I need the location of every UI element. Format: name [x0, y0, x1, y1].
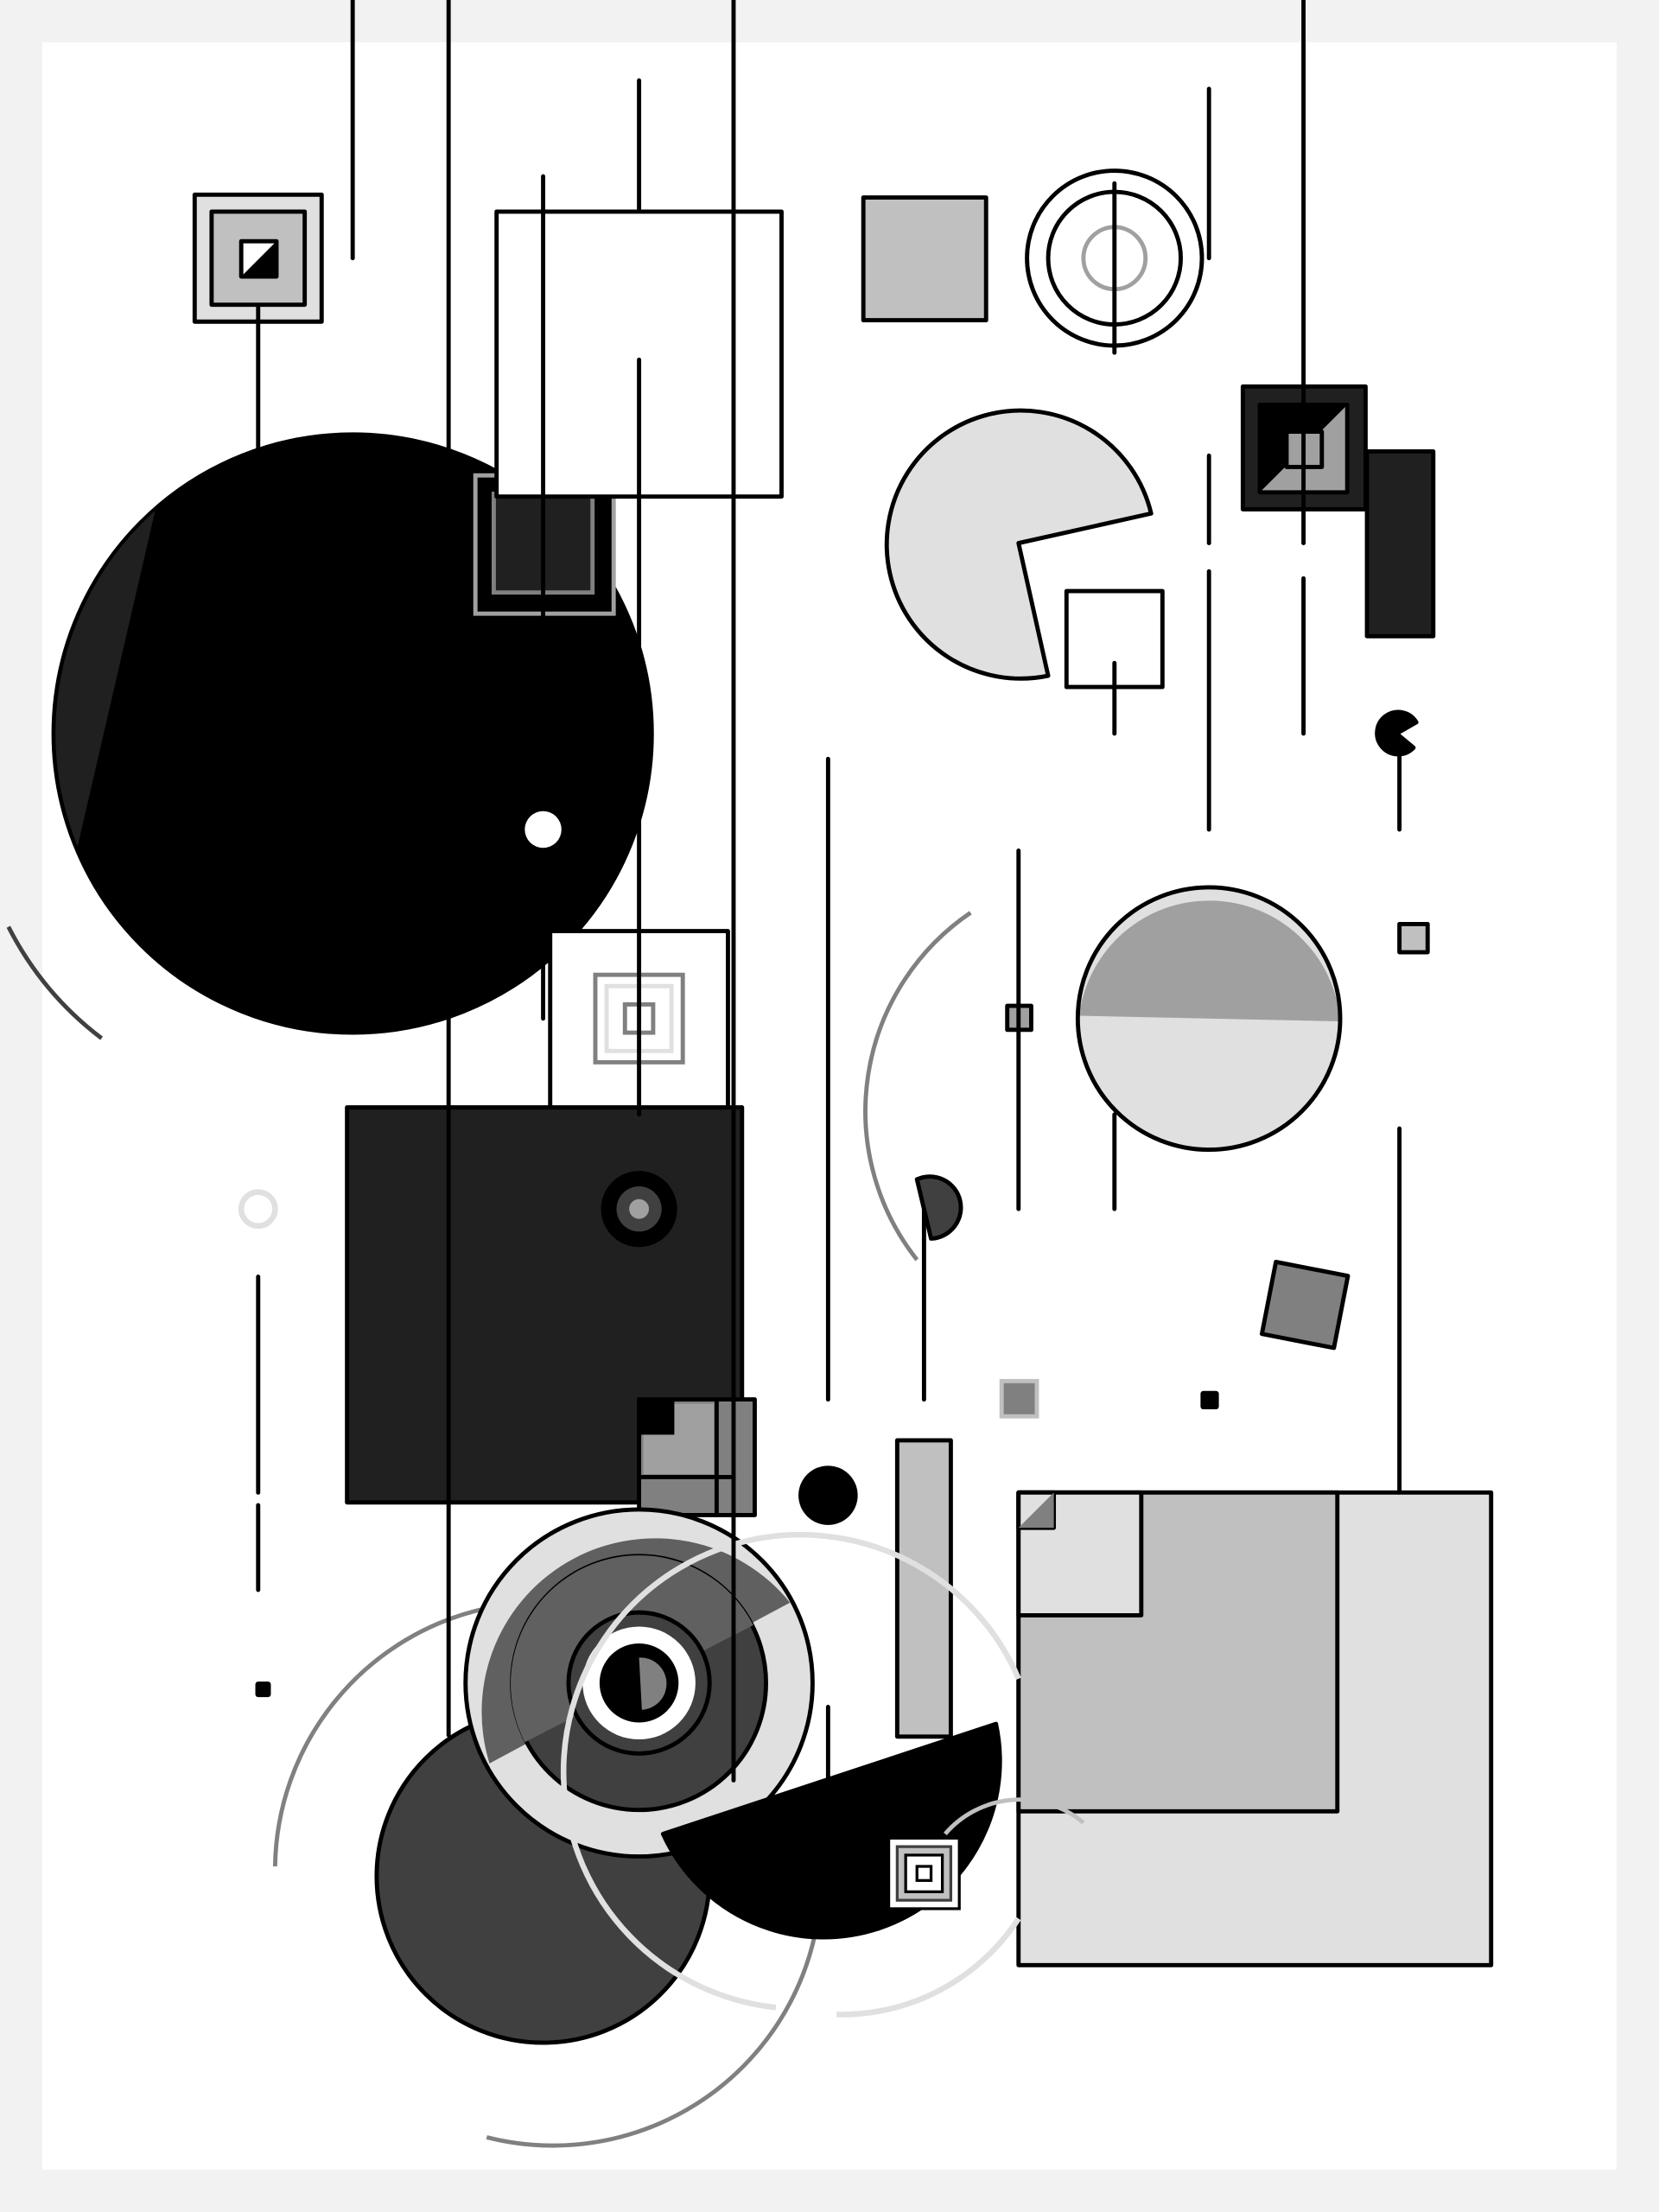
dark-tall-rectangle	[1364, 449, 1436, 639]
tiny-black-square-left	[255, 1681, 271, 1698]
target-circle	[463, 1507, 815, 1859]
dark-arc-left	[6, 925, 104, 1040]
nested-squares-bottom	[887, 1836, 961, 1910]
black-dot	[798, 1465, 858, 1525]
pale-ring	[238, 1189, 278, 1230]
pacman-shape	[884, 408, 1154, 681]
small-pacman	[1375, 709, 1419, 757]
nested-squares-top-left	[192, 192, 324, 324]
ring-on-dark-square	[601, 1171, 677, 1248]
tall-gray-bar	[894, 1438, 953, 1739]
split-circle	[1075, 885, 1343, 1153]
vertical-lines	[256, 0, 1402, 1878]
white-square-mid	[1064, 588, 1165, 690]
light-arc-large	[560, 1531, 1021, 2011]
small-half-disc	[914, 1174, 963, 1241]
light-arc-small	[944, 1797, 1085, 1836]
tilted-gray-square	[1259, 1259, 1351, 1351]
small-gray-square	[1397, 921, 1430, 955]
large-light-squares	[1016, 1490, 1494, 1967]
gray-block-bottom-of-dark-square	[637, 1397, 757, 1517]
gray-square-top	[861, 195, 988, 323]
gray-arc-bottom-left	[272, 1605, 487, 1867]
light-arc-lower	[836, 1916, 1021, 2018]
tiny-black-square	[1200, 1390, 1219, 1410]
gray-arc	[863, 911, 972, 1262]
small-framed-square	[999, 1378, 1039, 1419]
